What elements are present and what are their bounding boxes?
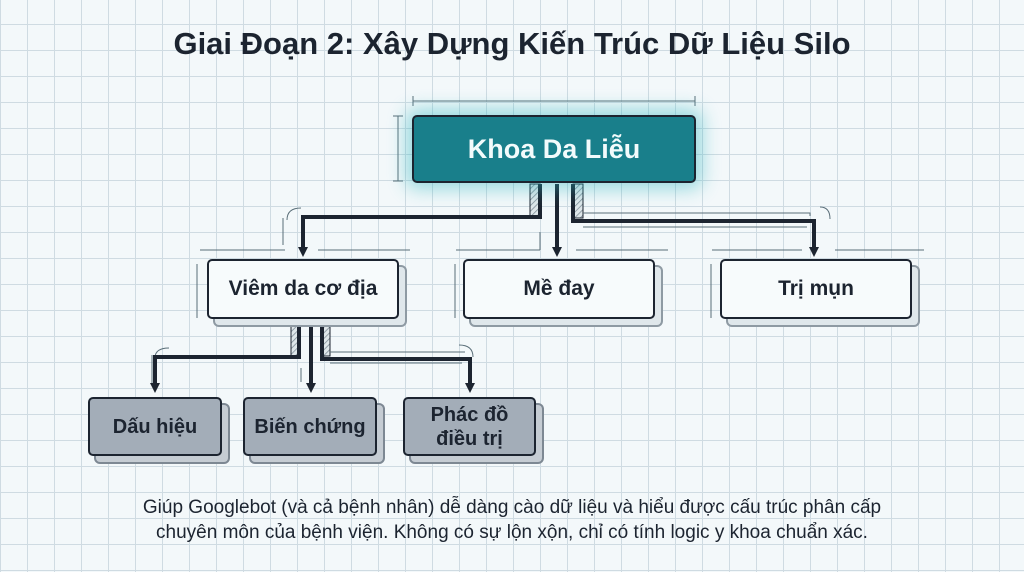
node-label: Khoa Da Liễu — [467, 133, 641, 164]
node-tri-mun[interactable]: Trị mụn — [720, 259, 912, 319]
node-label: Trị mụn — [778, 277, 854, 300]
dimension-lines — [151, 96, 924, 383]
node-khoa-da-lieu[interactable]: Khoa Da Liễu — [412, 115, 696, 183]
node-label: Dấu hiệu — [112, 415, 198, 438]
caption-line-1: Giúp Googlebot (và cả bệnh nhân) dễ dàng… — [142, 497, 882, 518]
node-label: Phác đồ điều trị — [430, 403, 509, 450]
caption: Giúp Googlebot (và cả bệnh nhân) dễ dàng… — [0, 495, 1024, 545]
node-viem-da-co-dia[interactable]: Viêm da cơ địa — [207, 259, 399, 319]
node-phac-do-dieu-tri[interactable]: Phác đồ điều trị — [403, 397, 536, 456]
caption-line-2: chuyên môn của bệnh viện. Không có sự lộ… — [156, 522, 868, 543]
diagram-title: Giai Đoạn 2: Xây Dựng Kiến Trúc Dữ Liệu … — [173, 26, 851, 61]
node-dau-hieu[interactable]: Dấu hiệu — [88, 397, 222, 456]
node-bien-chung[interactable]: Biến chứng — [243, 397, 377, 456]
node-label: Biến chứng — [254, 415, 366, 438]
node-label: Viêm da cơ địa — [228, 277, 378, 300]
node-me-day[interactable]: Mề đay — [463, 259, 655, 319]
node-label: Mề đay — [523, 277, 595, 300]
